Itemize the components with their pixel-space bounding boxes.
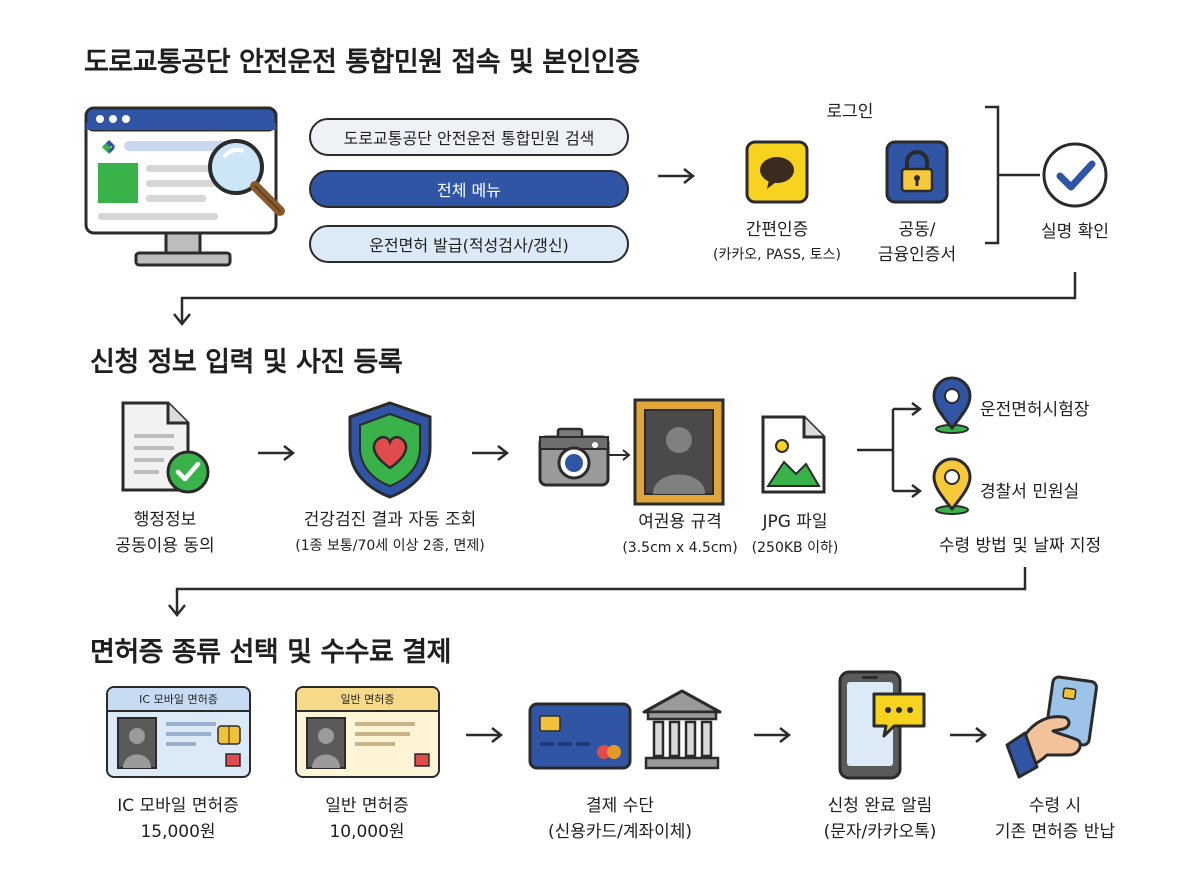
arrow-right-icon bbox=[950, 727, 988, 743]
normal-price: 10,000원 bbox=[329, 822, 405, 842]
pickup-label: 수령 방법 및 날짜 지정 bbox=[938, 536, 1102, 556]
section3-title: 면허증 종류 선택 및 수수료 결제 bbox=[90, 637, 451, 668]
location-pin-icon bbox=[932, 376, 972, 434]
health-sub: (1종 보통/70세 이상 2종, 면제) bbox=[295, 538, 485, 554]
bracket-connector bbox=[985, 105, 1040, 245]
easy-auth-sub: (카카오, PASS, 토스) bbox=[712, 247, 842, 263]
arrow-right-icon bbox=[258, 445, 296, 461]
credit-card-icon bbox=[528, 702, 632, 770]
cert-label-2: 금융인증서 bbox=[877, 245, 957, 265]
ic-label: IC 모바일 면허증 bbox=[117, 796, 239, 816]
shield-heart-icon bbox=[348, 401, 432, 499]
bank-icon bbox=[642, 689, 722, 770]
arrow-right-icon bbox=[466, 727, 504, 743]
search-pill[interactable]: 도로교통공단 안전운전 통합민원 검색 bbox=[309, 118, 629, 156]
section2-title: 신청 정보 입력 및 사진 등록 bbox=[90, 347, 403, 378]
check-circle-icon bbox=[1042, 142, 1108, 208]
fork-connector bbox=[857, 402, 923, 498]
arrow-right-icon bbox=[658, 168, 696, 184]
lock-icon[interactable] bbox=[885, 140, 949, 204]
arrow-right-icon bbox=[472, 445, 510, 461]
section1-title: 도로교통공단 안전운전 통합민원 접속 및 본인인증 bbox=[84, 47, 640, 78]
id-card-detail-icon bbox=[117, 717, 241, 769]
consent-label-2: 공동이용 동의 bbox=[115, 536, 215, 556]
camera-icon bbox=[538, 427, 610, 487]
notify-label: 신청 완료 알림 bbox=[827, 796, 933, 816]
location-pin-icon bbox=[932, 457, 972, 515]
login-label: 로그인 bbox=[826, 102, 874, 122]
kakao-icon[interactable] bbox=[745, 140, 809, 204]
return-label-1: 수령 시 bbox=[1028, 796, 1082, 816]
normal-card-header: 일반 면허증 bbox=[297, 688, 438, 712]
hand-card-icon bbox=[1005, 675, 1098, 779]
notify-sub: (문자/카카오톡) bbox=[823, 822, 937, 842]
image-file-icon bbox=[761, 415, 826, 494]
passport-sub: (3.5cm x 4.5cm) bbox=[622, 540, 738, 556]
license-pill[interactable]: 운전면허 발급(적성검사/갱신) bbox=[309, 225, 629, 263]
test-site-label: 운전면허시험장 bbox=[980, 400, 1090, 420]
payment-label: 결제 수단 bbox=[586, 796, 654, 816]
menu-pill[interactable]: 전체 메뉴 bbox=[309, 170, 629, 208]
normal-label: 일반 면허증 bbox=[325, 796, 409, 816]
ic-price: 15,000원 bbox=[140, 822, 216, 842]
monitor-search-icon bbox=[84, 106, 285, 267]
consent-label-1: 행정정보 bbox=[133, 510, 197, 530]
portrait-frame-icon bbox=[633, 398, 725, 506]
jpg-label: JPG 파일 bbox=[762, 512, 828, 532]
health-label: 건강검진 결과 자동 조회 bbox=[303, 510, 477, 530]
verify-label: 실명 확인 bbox=[1041, 222, 1109, 242]
smartphone-chat-icon bbox=[838, 670, 926, 780]
ic-license-card[interactable]: IC 모바일 면허증 bbox=[106, 686, 251, 778]
police-office-label: 경찰서 민원실 bbox=[980, 482, 1080, 502]
small-arrow-icon bbox=[609, 449, 631, 461]
arrow-right-icon bbox=[754, 727, 792, 743]
return-label-2: 기존 면허증 반납 bbox=[994, 822, 1116, 842]
ic-card-header: IC 모바일 면허증 bbox=[108, 688, 249, 712]
flow-connector-2 bbox=[168, 567, 1027, 618]
payment-sub: (신용카드/계좌이체) bbox=[547, 822, 693, 842]
document-check-icon bbox=[121, 401, 210, 494]
easy-auth-label: 간편인증 bbox=[745, 220, 809, 240]
passport-label: 여권용 규격 bbox=[638, 512, 722, 532]
cert-label-1: 공동/ bbox=[898, 220, 936, 240]
jpg-sub: (250KB 이하) bbox=[751, 540, 839, 556]
id-card-detail-icon bbox=[306, 717, 430, 769]
flow-connector-1 bbox=[173, 272, 1077, 327]
normal-license-card[interactable]: 일반 면허증 bbox=[295, 686, 440, 778]
